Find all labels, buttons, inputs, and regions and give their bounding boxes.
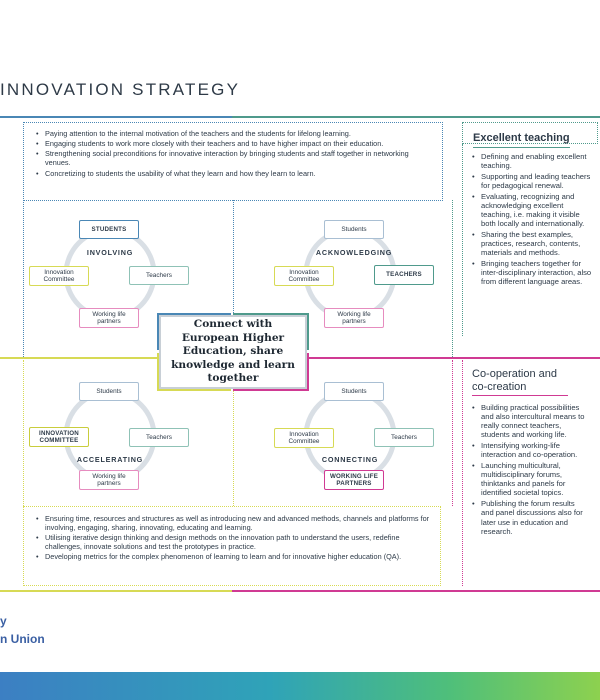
excellent-bullet: Bringing teachers together for inter-dis… <box>472 259 592 286</box>
node-working-life-partners: Working life partners <box>79 308 139 328</box>
node-students: STUDENTS <box>79 220 139 239</box>
excellent-bullet: Sharing the best examples, practices, re… <box>472 230 592 257</box>
top-bullets-list: Paying attention to the internal motivat… <box>36 129 434 178</box>
top-bullet: Concretizing to students the usability o… <box>36 169 434 178</box>
node-teachers: Teachers <box>129 266 189 285</box>
excellent-bullet: Defining and enabling excellent teaching… <box>472 152 592 170</box>
node-teachers: Teachers <box>374 428 434 447</box>
node-students: Students <box>324 220 384 239</box>
title-rule-blue <box>0 116 232 118</box>
footer-line-1: y <box>0 614 7 628</box>
node-innovation-committee: INNOVATION COMMITTEE <box>29 427 89 447</box>
bottom-bullets-box: Ensuring time, resources and structures … <box>23 506 441 586</box>
footer-eu-text: y n Union <box>0 612 45 648</box>
cooperation-list: Building practical possibilities and als… <box>472 403 588 536</box>
center-corner-pink <box>233 353 309 391</box>
center-corner-green <box>233 313 309 350</box>
center-corner-yellow <box>157 353 231 391</box>
node-innovation-committee: Innovation Committee <box>29 266 89 286</box>
excellent-teaching-list: Defining and enabling excellent teaching… <box>472 152 592 287</box>
center-corner-blue <box>157 313 231 350</box>
center-statement-text: Connect with European Higher Education, … <box>171 318 295 385</box>
node-working-life-partners: Working life partners <box>324 308 384 328</box>
excellent-teaching-frame <box>462 144 463 336</box>
node-teachers: TEACHERS <box>374 265 434 285</box>
cooperation-bullet: Launching multicultural, multidisciplina… <box>472 461 588 497</box>
title-rule-green <box>232 116 600 118</box>
excellent-bullet: Supporting and leading teachers for peda… <box>472 172 592 190</box>
bottom-bullet: Ensuring time, resources and structures … <box>36 514 432 532</box>
excellent-bullet: Evaluating, recognizing and acknowledgin… <box>472 192 592 228</box>
cycle-label-accelerating: ACCELERATING <box>76 455 144 464</box>
cooperation-bullet: Intensifying working-life interaction an… <box>472 441 588 459</box>
cycle-label-involving: INVOLVING <box>86 248 134 257</box>
frame-bottom-right <box>233 360 453 506</box>
top-bullet: Paying attention to the internal motivat… <box>36 129 434 138</box>
mid-rule-yellow <box>0 357 158 359</box>
excellent-teaching-body: Defining and enabling excellent teaching… <box>472 152 592 288</box>
cooperation-bullet: Building practical possibilities and als… <box>472 403 588 439</box>
frame-top-right <box>233 200 453 357</box>
top-bullet: Strengthening social preconditions for i… <box>36 149 434 167</box>
bottom-gradient-band <box>0 672 600 700</box>
node-students: Students <box>79 382 139 401</box>
bottom-bullet: Developing metrics for the complex pheno… <box>36 552 432 561</box>
node-innovation-committee: Innovation Committee <box>274 266 334 286</box>
cooperation-heading: Co-operation and co-creation <box>472 368 568 396</box>
node-working-life-partners: WORKING LIFE PARTNERS <box>324 470 384 490</box>
bottom-bullets-list: Ensuring time, resources and structures … <box>36 514 432 561</box>
node-innovation-committee: Innovation Committee <box>274 428 334 448</box>
cooperation-bullet: Publishing the forum results and panel d… <box>472 499 588 535</box>
top-bullet: Engaging students to work more closely w… <box>36 139 434 148</box>
top-bullets-box: Paying attention to the internal motivat… <box>23 122 443 201</box>
bottom-rule-yellow <box>0 590 232 592</box>
mid-rule-pink <box>308 357 600 359</box>
frame-bottom-left <box>23 360 234 506</box>
node-teachers: Teachers <box>129 428 189 447</box>
excellent-teaching-heading: Excellent teaching <box>473 132 570 148</box>
footer-line-2: n Union <box>0 632 45 646</box>
excellent-teaching-box: Excellent teaching <box>462 122 598 148</box>
frame-top-left <box>23 200 234 357</box>
page-title: INNOVATION STRATEGY <box>0 80 241 99</box>
cycle-label-connecting: CONNECTING <box>321 455 379 464</box>
cooperation-heading-wrap: Co-operation and co-creation <box>472 368 568 396</box>
bottom-bullet: Utilising iterative design thinking and … <box>36 533 432 551</box>
cooperation-frame <box>462 360 463 586</box>
center-statement: Connect with European Higher Education, … <box>159 315 307 389</box>
node-working-life-partners: Working life partners <box>79 470 139 490</box>
cooperation-body: Building practical possibilities and als… <box>472 403 588 538</box>
bottom-rule-pink <box>232 590 600 592</box>
node-students: Students <box>324 382 384 401</box>
cycle-label-acknowledging: ACKNOWLEDGING <box>315 248 393 257</box>
